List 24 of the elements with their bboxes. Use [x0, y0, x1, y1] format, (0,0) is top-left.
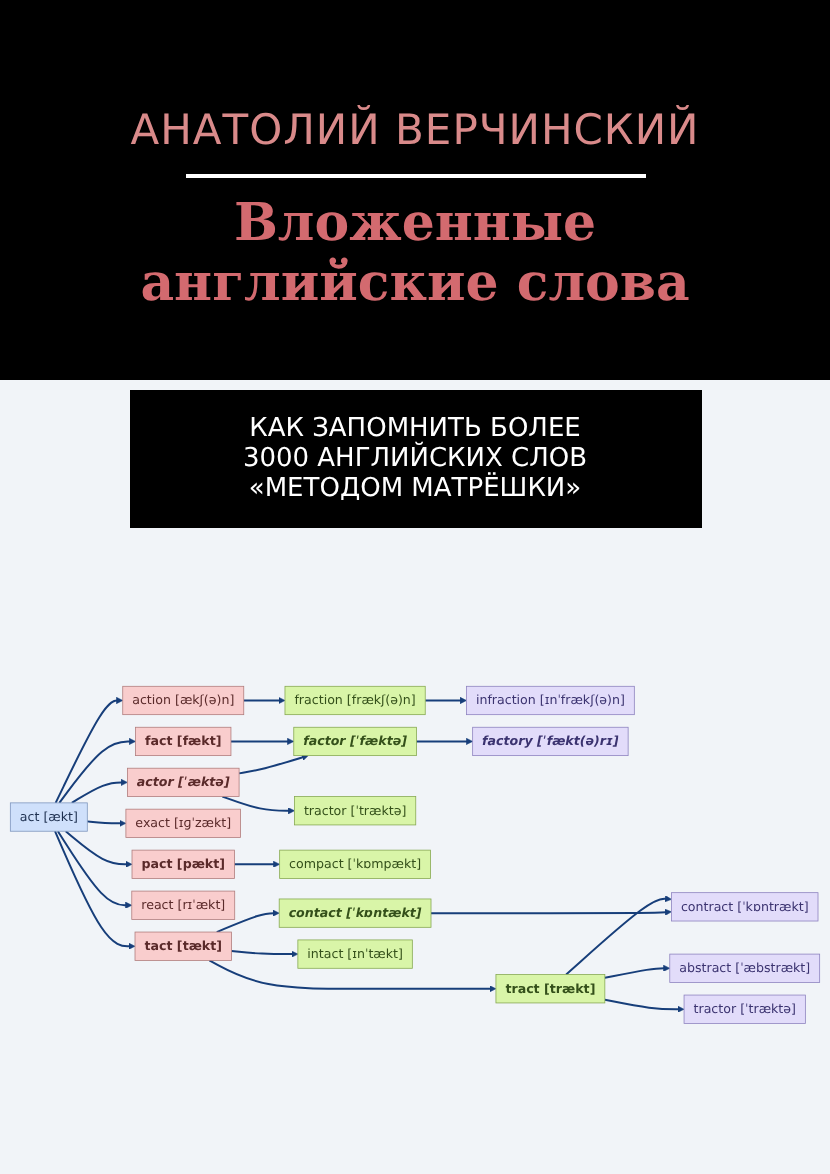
- author-name: АНАТОЛИЙ ВЕРЧИНСКИЙ: [130, 106, 700, 154]
- arrow: [56, 830, 133, 909]
- arrow: [58, 738, 136, 804]
- arrow: [221, 795, 295, 815]
- arrow: [64, 830, 133, 868]
- arrow: [229, 738, 295, 746]
- arrow: [565, 895, 672, 976]
- arrow: [86, 820, 127, 827]
- arrow: [230, 950, 299, 958]
- arrow: [54, 697, 124, 804]
- arrow: [233, 860, 280, 868]
- arrow: [238, 754, 309, 775]
- arrow: [54, 830, 136, 950]
- arrow: [424, 697, 467, 705]
- arrow: [603, 998, 685, 1013]
- arrow: [415, 738, 473, 746]
- book-title: Вложенные английские слова: [138, 194, 692, 314]
- arrow: [70, 779, 128, 804]
- subtitle: КАК ЗАПОМНИТЬ БОЛЕЕ 3000 АНГЛИЙСКИХ СЛОВ «МЕТОДОМ МАТРЁШКИ»: [240, 414, 590, 504]
- arrow: [603, 964, 671, 979]
- arrow: [242, 697, 286, 705]
- arrow: [430, 908, 672, 916]
- arrow: [215, 909, 280, 934]
- arrow: [208, 959, 497, 993]
